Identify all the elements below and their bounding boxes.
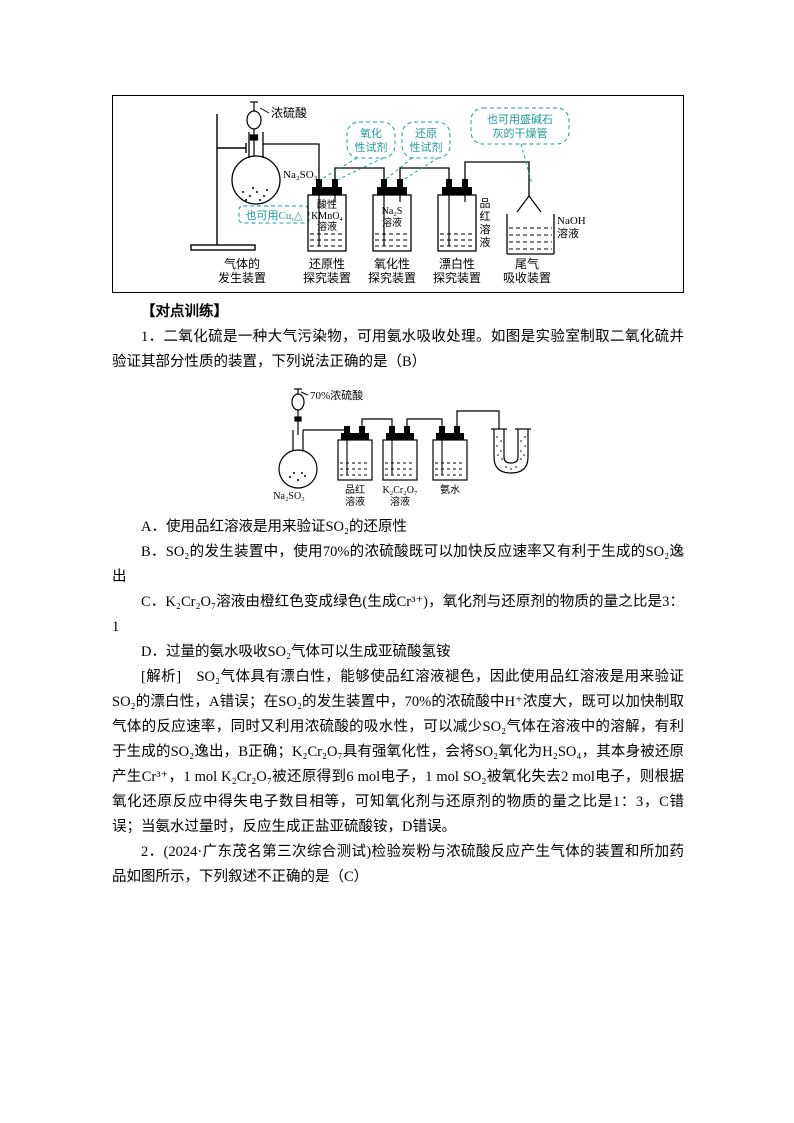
caption-gas-generator-1: 气体的 bbox=[224, 256, 260, 271]
bottle1-label-2: KMnO₄ bbox=[311, 211, 343, 222]
q1-flask-content-label: Na₂SO₃ bbox=[273, 491, 304, 502]
q1-u-tube bbox=[491, 428, 531, 474]
alt-cu-note: 也可用Cu,△ bbox=[245, 209, 303, 222]
flask-content-label: Na₂SO₃ bbox=[283, 169, 318, 181]
q1-bottle-pinhong: 品红 溶液 bbox=[337, 426, 373, 508]
flask-liquid bbox=[242, 187, 268, 201]
svg-text:性试剂: 性试剂 bbox=[355, 140, 388, 154]
option-c: C．K₂Cr₂O₇溶液由橙红色变成绿色(生成Cr³⁺)，氧化剂与还原剂的物质的量… bbox=[112, 594, 684, 635]
svg-text:灰的干燥管: 灰的干燥管 bbox=[493, 126, 548, 140]
q1-b3-label: 氨水 bbox=[440, 483, 460, 496]
q1-bottle-k2cr2o7: K₂Cr₂O₇ 溶液 bbox=[382, 426, 418, 508]
iron-stand bbox=[190, 114, 256, 251]
q1-gas-tubes bbox=[303, 410, 500, 431]
q1-u-tube-filling bbox=[496, 436, 526, 470]
naoh-label-1: NaOH bbox=[557, 215, 586, 227]
gas-tubes bbox=[263, 143, 530, 196]
dropping-funnel-icon bbox=[246, 101, 262, 156]
svg-text:性试剂: 性试剂 bbox=[410, 140, 443, 154]
conc-acid-pointer bbox=[259, 107, 270, 114]
option-d: D．过量的氨水吸收SO₂气体可以生成亚硫酸氢铵 bbox=[141, 644, 451, 660]
wash-bottle-na2s: Na₂S 溶液 bbox=[372, 179, 412, 252]
pinhong-vertical-label: 品 红 溶 液 bbox=[480, 197, 491, 249]
svg-text:还原: 还原 bbox=[415, 127, 437, 140]
beaker-naoh: NaOH 溶液 bbox=[506, 214, 586, 255]
oxidizing-reagent-note: 氧化 性试剂 bbox=[319, 121, 396, 181]
naoh-label-2: 溶液 bbox=[557, 226, 579, 240]
q1-b2-label-1: K₂Cr₂O₇ bbox=[383, 485, 418, 496]
bottle1-label-1: 酸性 bbox=[317, 198, 337, 211]
apparatus-svg-1: 浓硫酸 Na₂SO₃ 也可用Cu,△ bbox=[190, 101, 586, 285]
svg-text:红: 红 bbox=[480, 210, 491, 223]
caption-gas-generator-2: 发生装置 bbox=[218, 270, 266, 285]
round-flask bbox=[231, 132, 281, 205]
caption-oxidizing-2: 探究装置 bbox=[368, 270, 416, 285]
wash-bottle-kmno4: 酸性 KMnO₄ 溶液 bbox=[307, 179, 347, 252]
q1-dropping-funnel-icon bbox=[291, 388, 305, 435]
apparatus-diagram-summary: 浓硫酸 Na₂SO₃ 也可用Cu,△ bbox=[112, 95, 684, 293]
q1-b2-label-2: 溶液 bbox=[390, 495, 410, 508]
q1-b1-label-1: 品红 bbox=[345, 483, 365, 496]
q1-b1-label-2: 溶液 bbox=[345, 495, 365, 508]
caption-bleaching-2: 探究装置 bbox=[433, 270, 481, 285]
caption-tailgas-1: 尾气 bbox=[515, 256, 539, 271]
alt-cu-note-box bbox=[238, 205, 310, 224]
q1-flask-liquid bbox=[289, 472, 306, 481]
q1-acid-label: 70%浓硫酸 bbox=[310, 388, 363, 402]
svg-text:溶: 溶 bbox=[480, 222, 491, 236]
q1-round-flask bbox=[278, 430, 318, 489]
conc-acid-label: 浓硫酸 bbox=[271, 105, 307, 120]
apparatus-diagram-q1: 70%浓硫酸 Na₂SO₃ bbox=[265, 385, 684, 509]
bottle1-label-3: 溶液 bbox=[317, 220, 337, 233]
question-1-analysis: [解析] SO₂气体具有漂白性，能够使品红溶液褪色，因此使用品红溶液是用来验证S… bbox=[112, 669, 684, 835]
caption-bleaching-1: 漂白性 bbox=[439, 256, 475, 271]
svg-text:氧化: 氧化 bbox=[360, 126, 382, 140]
caption-tailgas-2: 吸收装置 bbox=[503, 271, 551, 285]
svg-text:品: 品 bbox=[480, 197, 491, 210]
reducing-reagent-note: 还原 性试剂 bbox=[384, 121, 451, 181]
svg-text:也可用盛碱石: 也可用盛碱石 bbox=[487, 112, 553, 126]
bottle2-label-1: Na₂S bbox=[382, 206, 403, 217]
drying-tube-note: 也可用盛碱石 灰的干燥管 bbox=[470, 107, 570, 185]
caption-reducing-1: 还原性 bbox=[309, 257, 345, 271]
question-1-stem: 1．二氧化硫是一种大气污染物，可用氨水吸收处理。如图是实验室制取二氧化硫并验证其… bbox=[112, 329, 684, 370]
option-b: B．SO₂的发生装置中，使用70%的浓硫酸既可以加快反应速率又有利于生成的SO₂… bbox=[112, 544, 684, 585]
svg-text:液: 液 bbox=[480, 235, 491, 249]
bottle2-label-2: 溶液 bbox=[382, 216, 402, 229]
caption-reducing-2: 探究装置 bbox=[303, 270, 351, 285]
question-2-stem: 2．(2024·广东茂名第三次综合测试)检验炭粉与浓硫酸反应产生气体的装置和所加… bbox=[112, 844, 684, 885]
apparatus-svg-2: 70%浓硫酸 Na₂SO₃ bbox=[273, 388, 531, 508]
training-section-header: 【对点训练】 bbox=[141, 304, 228, 320]
inverted-funnel bbox=[516, 195, 542, 213]
option-a: A．使用品红溶液是用来验证SO₂的还原性 bbox=[141, 519, 408, 535]
q1-bottle-ammonia: 氨水 bbox=[432, 426, 468, 496]
diagram1-captions: 气体的 发生装置 还原性 探究装置 氧化性 探究装置 漂白性 探究装置 尾气 吸… bbox=[218, 256, 551, 285]
q1-acid-pointer bbox=[300, 391, 309, 396]
caption-oxidizing-1: 氧化性 bbox=[374, 257, 410, 271]
wash-bottle-pinhong bbox=[437, 179, 477, 252]
